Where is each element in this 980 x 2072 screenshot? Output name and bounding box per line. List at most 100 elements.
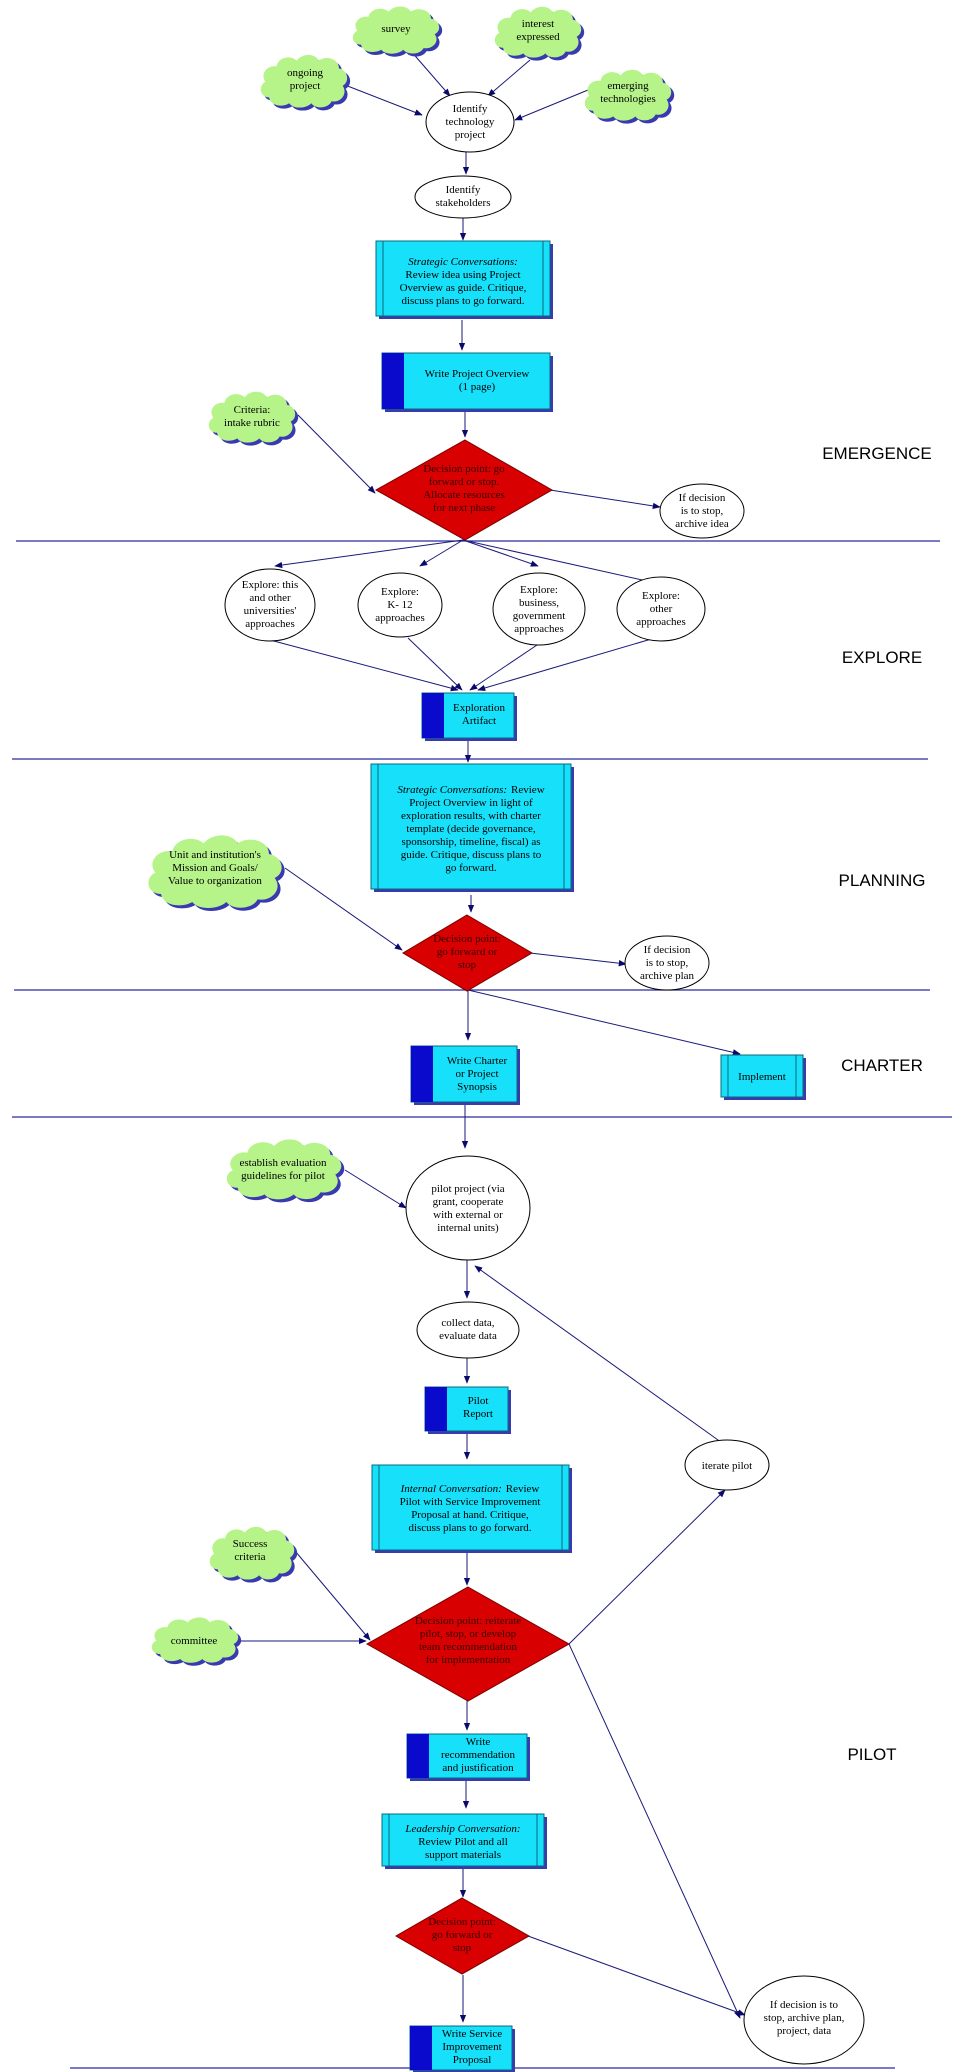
box-strategic-conversations-2: Strategic Conversations:Review Project O… (370, 763, 574, 892)
decision-text-line: Decision point: go (423, 463, 505, 475)
cloud-interest-line-1: interest (522, 18, 554, 30)
cloud-interest-line-2: expressed (516, 31, 560, 43)
node-text-line: Explore: (520, 584, 558, 596)
node-text-line: government (513, 610, 566, 622)
box-strategic-conversations-1: Strategic Conversations: Review idea usi… (375, 240, 553, 319)
decision-go-forward-allocate: Decision point: go forward or stop. Allo… (374, 439, 554, 541)
box-text-line: template (decide governance, (406, 823, 535, 835)
box-heading: Strategic Conversations:Review (397, 784, 544, 796)
node-text-line: Explore: this (242, 579, 299, 591)
cloud-ongoing-line-1: ongoing (287, 67, 324, 79)
node-text-line: K- 12 (387, 599, 412, 611)
decision-text-line: for implementation (426, 1654, 511, 1666)
node-iterate-pilot: iterate pilot (684, 1439, 770, 1491)
doc-text-line: recommendation (441, 1749, 515, 1761)
cloud-criteria: Criteria: intake rubric (208, 391, 299, 446)
doc-text-line: Report (463, 1408, 493, 1420)
cloud-interest-expressed: interest expressed (494, 6, 585, 61)
phase-label-pilot: PILOT (847, 1745, 896, 1764)
box-heading: Leadership Conversation: (404, 1823, 520, 1835)
doc-text-line: Exploration (453, 702, 505, 714)
cloud-success-line-2: criteria (234, 1551, 265, 1563)
node-text-line: stop, archive plan, (764, 2012, 845, 2024)
decision-text-line: go forward or (437, 946, 498, 958)
node-text-line: iterate pilot (702, 1460, 752, 1472)
node-archive-idea: If decision is to stop, archive idea (659, 483, 745, 539)
cloud-mission-line-1: Unit and institution's (169, 849, 261, 861)
node-archive-plan: If decision is to stop, archive plan (624, 935, 710, 991)
node-identify-stakeholders: Identify stakeholders (414, 175, 512, 219)
node-explore-k12: Explore: K- 12 approaches (357, 572, 443, 638)
node-text-line: archive plan (640, 970, 695, 982)
cloud-evaluation-line-1: establish evaluation (239, 1157, 327, 1169)
cloud-emerging-line-2: technologies (600, 93, 656, 105)
doc-text-line: Proposal (453, 2054, 492, 2066)
doc-write-recommendation: Write recommendation and justification (406, 1733, 530, 1781)
cloud-emerging-technologies: emerging technologies (584, 69, 675, 124)
cloud-criteria-line-2: intake rubric (224, 417, 280, 429)
box-heading-italic: Internal Conversation: (400, 1483, 502, 1495)
box-internal-conversation: Internal Conversation:Review Pilot with … (371, 1464, 572, 1553)
box-text-line: discuss plans to go forward. (408, 1522, 531, 1534)
decision-reiterate-pilot: Decision point: reiterate pilot, stop, o… (365, 1586, 571, 1702)
node-identify-technology-project: Identify technology project (425, 91, 515, 153)
cloud-committee: committee (151, 1617, 242, 1666)
decision-text-line: Decision point: reiterate (415, 1615, 521, 1627)
doc-text-line: or Project (455, 1068, 498, 1080)
cloud-criteria-line-1: Criteria: (234, 404, 271, 416)
doc-project-overview: Write Project Overview (1 page) (381, 352, 553, 412)
node-text-line: pilot project (via (431, 1183, 504, 1195)
cloud-survey: survey (352, 6, 443, 57)
decision-text-line: Allocate resources (423, 489, 505, 501)
box-text-line: Review idea using Project (405, 269, 520, 281)
cloud-success-line-1: Success (233, 1538, 268, 1550)
node-text-line: archive idea (675, 518, 729, 530)
node-pilot-project: pilot project (via grant, cooperate with… (405, 1155, 531, 1261)
box-text-line: Project Overview in light of (409, 797, 533, 809)
box-text-line: support materials (425, 1849, 501, 1861)
doc-write-service-proposal: Write Service Improvement Proposal (409, 2025, 515, 2072)
box-text-line: go forward. (445, 862, 497, 874)
decision-text-line: forward or stop. (429, 476, 500, 488)
decision-text-line: for next phase (433, 502, 495, 514)
decision-text-line: pilot, stop, or develop (420, 1628, 517, 1640)
node-text-line: with external or (433, 1209, 503, 1221)
decision-text-line: team recommendation (419, 1641, 518, 1653)
node-text-line: universities' (244, 605, 297, 617)
doc-pilot-report: Pilot Report (424, 1386, 511, 1434)
node-text-line: Explore: (381, 586, 419, 598)
cloud-emerging-line-1: emerging (607, 80, 649, 92)
doc-text-line: Synopsis (457, 1081, 497, 1093)
box-text-line: exploration results, with charter (401, 810, 541, 822)
box-text-line: Review Pilot and all (418, 1836, 508, 1848)
node-explore-business: Explore: business, government approaches (492, 572, 586, 646)
phase-label-explore: EXPLORE (842, 648, 922, 667)
box-text-line: discuss plans to go forward. (401, 295, 524, 307)
doc-text-line: Artifact (462, 715, 496, 727)
cloud-mission-line-2: Mission and Goals/ (172, 862, 259, 874)
box-leadership-conversation: Leadership Conversation: Review Pilot an… (381, 1813, 547, 1869)
cloud-survey-line-1: survey (381, 23, 411, 35)
node-text-line: is to stop, (646, 957, 689, 969)
phase-label-emergence: EMERGENCE (822, 444, 932, 463)
cloud-evaluation-guidelines: establish evaluation guidelines for pilo… (226, 1139, 345, 1203)
node-text-line: project, data (777, 2025, 831, 2037)
doc-write-charter: Write Charter or Project Synopsis (410, 1045, 520, 1105)
doc-text-line: Write Project Overview (425, 368, 530, 380)
node-text-line: approaches (245, 618, 294, 630)
decision-text-line: go forward or (432, 1929, 493, 1941)
node-explore-universities: Explore: this and other universities' ap… (224, 568, 316, 642)
box-heading-rest: Review (511, 784, 545, 796)
doc-text-line: and justification (442, 1762, 514, 1774)
box-implement: Implement (720, 1054, 806, 1100)
cloud-success-criteria: Success criteria (209, 1526, 298, 1583)
doc-text-line: Write Charter (447, 1055, 508, 1067)
node-text-line: is to stop, (681, 505, 724, 517)
phase-label-charter: CHARTER (841, 1056, 923, 1075)
doc-text-line: Write Service (442, 2028, 502, 2040)
box-heading: Internal Conversation:Review (400, 1483, 540, 1495)
node-text-line: and other (249, 592, 291, 604)
node-text-line: evaluate data (439, 1330, 497, 1342)
decision-text-line: Decision point: (433, 933, 501, 945)
